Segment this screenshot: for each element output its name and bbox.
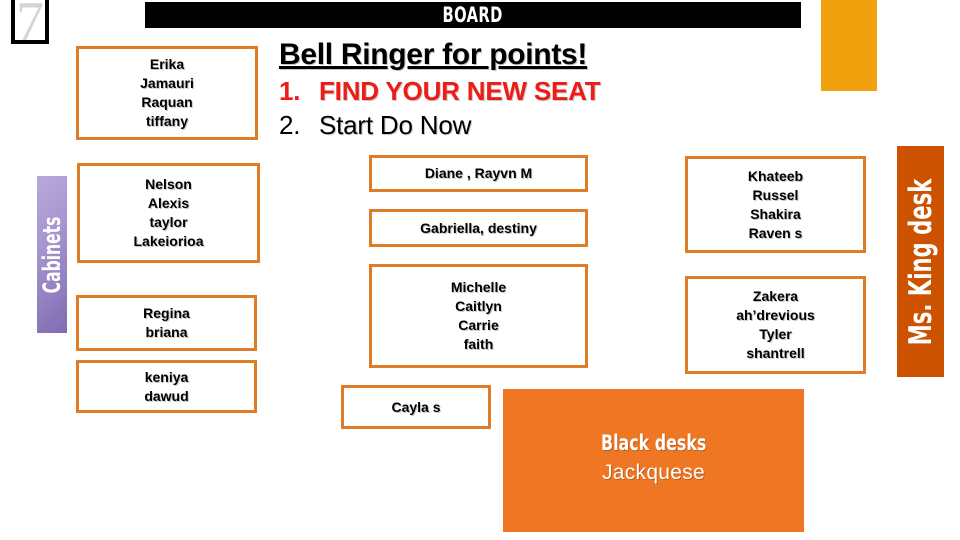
desk-name: tiffany xyxy=(146,113,188,129)
desk-group-right-2[interactable]: Zakera ah’drevious Tyler shantrell xyxy=(685,276,866,374)
desk-group-mid-3[interactable]: Michelle Caitlyn Carrie faith xyxy=(369,264,588,368)
desk-name: Zakera xyxy=(752,288,799,304)
page-number-badge: 7 xyxy=(11,0,49,50)
page-title: Bell Ringer for points! xyxy=(279,38,588,71)
desk-name: Raven s xyxy=(748,224,803,241)
desk-name: Jamauri xyxy=(140,75,194,91)
desk-name: Michelle xyxy=(450,279,507,295)
instruction-text-1: FIND YOUR NEW SEAT xyxy=(319,76,601,106)
headline-block: Bell Ringer for points! 1. FIND YOUR NEW… xyxy=(279,38,739,142)
instruction-list: 1. FIND YOUR NEW SEAT 2. Start Do Now xyxy=(279,74,739,142)
instruction-item-2: 2. Start Do Now xyxy=(279,108,739,142)
desk-name: Russel xyxy=(752,186,799,203)
desk-name: ah’drevious xyxy=(736,307,815,323)
desk-group-right-1[interactable]: Khateeb Russel Shakira Raven s xyxy=(685,156,866,253)
cabinets-label-text: Cabinets xyxy=(38,201,66,307)
desk-name: Diane , Rayvn M xyxy=(424,165,533,181)
instruction-item-1: 1. FIND YOUR NEW SEAT xyxy=(279,74,739,108)
cabinets-label-inner: Cabinets xyxy=(38,216,66,293)
desk-name: Raquan xyxy=(141,94,193,110)
black-desks-title: Black desks xyxy=(591,431,716,455)
teacher-desk-label-text: Ms. King desk xyxy=(903,152,939,371)
desk-group-left-1[interactable]: Erika Jamauri Raquan tiffany xyxy=(76,46,258,140)
desk-name: taylor xyxy=(149,214,188,230)
black-desks-panel[interactable]: Black desks Jackquese xyxy=(503,389,804,532)
teacher-desk-label-inner: Ms. King desk xyxy=(902,178,939,345)
page-number-text: 7 xyxy=(16,0,44,53)
desk-name: keniya xyxy=(144,368,189,385)
desk-name: Carrie xyxy=(458,317,499,333)
desk-name: Shakira xyxy=(750,205,801,222)
desk-name: Tyler xyxy=(759,326,792,342)
desk-name: Regina xyxy=(143,305,190,321)
desk-name: dawud xyxy=(144,387,189,404)
desk-name: Caitlyn xyxy=(455,298,502,314)
desk-name: Nelson xyxy=(145,176,192,192)
desk-group-left-4[interactable]: keniya dawud xyxy=(76,360,257,413)
board-banner-label: BOARD xyxy=(442,3,504,27)
instruction-marker-2: 2. xyxy=(279,110,301,140)
desk-name: Lakeiorioa xyxy=(133,233,204,249)
amber-accent-block xyxy=(821,0,877,91)
desk-name: faith xyxy=(463,336,494,352)
desk-name: Khateeb xyxy=(747,167,804,184)
board-banner: BOARD xyxy=(145,2,801,28)
desk-group-left-2[interactable]: Nelson Alexis taylor Lakeiorioa xyxy=(77,163,260,263)
instruction-text-2: Start Do Now xyxy=(319,110,472,140)
desk-name: Alexis xyxy=(147,195,190,211)
black-desks-title-inner: Black desks xyxy=(600,431,707,455)
desk-name: Erika xyxy=(149,56,185,72)
desk-name: briana xyxy=(145,324,188,340)
teacher-desk-label: Ms. King desk xyxy=(897,146,944,377)
desk-name: Gabriella, destiny xyxy=(420,219,537,236)
desk-name: Cayla s xyxy=(391,398,441,415)
desk-group-mid-4[interactable]: Cayla s xyxy=(341,385,491,429)
black-desks-name: Jackquese xyxy=(601,461,706,484)
desk-name: shantrell xyxy=(746,345,805,361)
desk-group-mid-1[interactable]: Diane , Rayvn M xyxy=(369,155,588,192)
instruction-marker-1: 1. xyxy=(279,76,301,106)
desk-group-left-3[interactable]: Regina briana xyxy=(76,295,257,351)
desk-group-mid-2[interactable]: Gabriella, destiny xyxy=(369,209,588,247)
cabinets-label: Cabinets xyxy=(37,176,67,333)
